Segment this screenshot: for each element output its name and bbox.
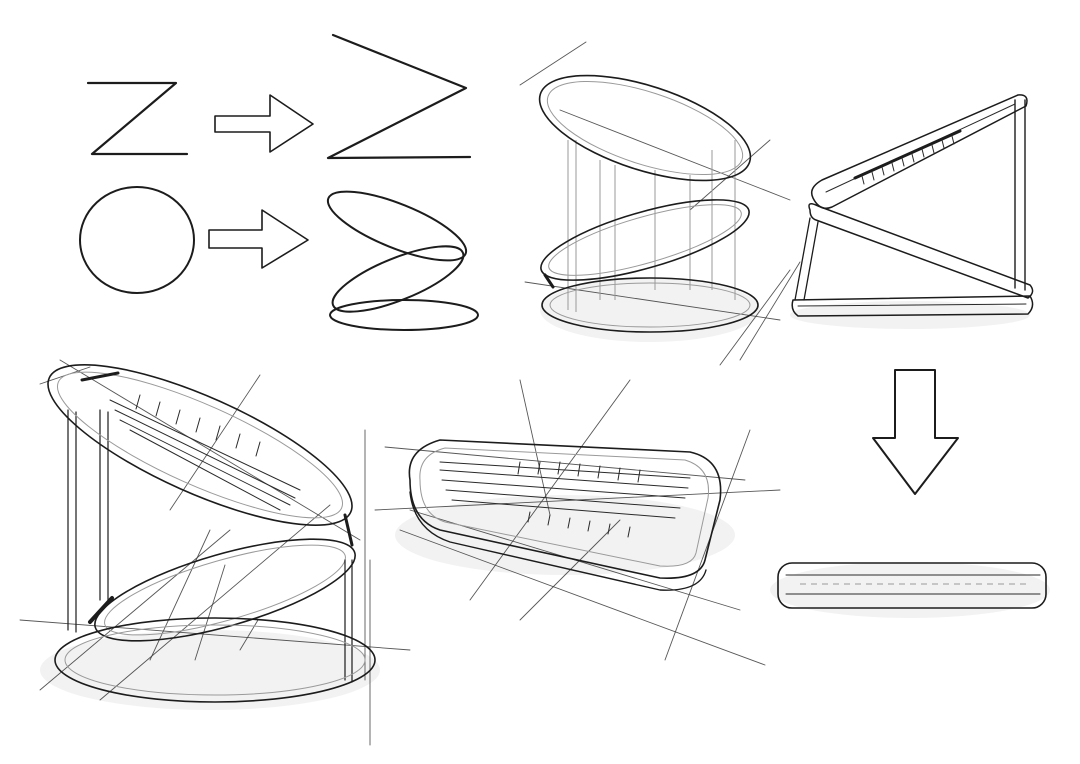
folded-perspective-sketch (374, 379, 781, 666)
side-elevation-sketch (739, 94, 1034, 361)
rear-posts (67, 409, 109, 633)
arrow-down-icon (872, 369, 959, 495)
backrest-plane (810, 94, 1028, 210)
arrow-right-icon (208, 209, 309, 269)
folded-body (777, 562, 1047, 609)
backrest-ring (538, 74, 752, 182)
folded-top-surface (408, 439, 722, 579)
circle-original (79, 186, 195, 294)
base-oval (54, 617, 376, 703)
backrest-oval (47, 364, 353, 526)
seat-oval (94, 538, 356, 642)
folded-flat-sketch (770, 562, 1050, 618)
ring-chair-sketch (519, 41, 791, 366)
backrest-teeth (853, 129, 962, 185)
folded-weave (439, 461, 691, 538)
z-letter-stretched (326, 33, 472, 160)
seat-ring (540, 199, 750, 281)
base-ring (541, 277, 759, 333)
perspective-chair-sketch (19, 359, 411, 746)
seat-plane (808, 203, 1034, 299)
folded-lower-edge (409, 491, 707, 591)
base-plate (791, 295, 1034, 317)
ellipse-stack (326, 190, 479, 331)
z-letter-original (86, 81, 189, 156)
arrow-right-icon (214, 94, 314, 153)
concept-z-transform (86, 33, 472, 160)
chair-posts (567, 140, 736, 312)
rear-upright (1014, 99, 1026, 291)
backrest-weave (109, 394, 301, 511)
concept-circle-transform (79, 186, 479, 331)
